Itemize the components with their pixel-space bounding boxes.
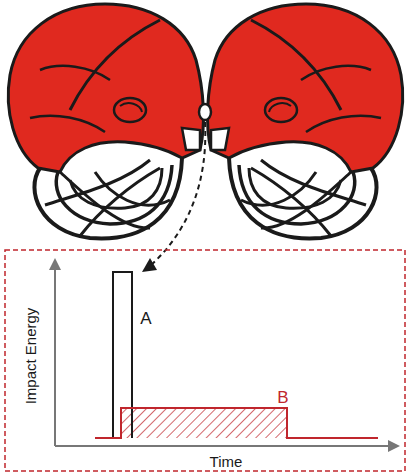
pulse-b-area	[121, 408, 287, 438]
impact-point	[199, 104, 211, 120]
y-axis	[54, 266, 56, 446]
chart-frame	[5, 250, 405, 471]
pulse-a	[95, 272, 132, 438]
axis-title: Impact Energy	[23, 308, 38, 405]
pulse-b	[95, 408, 378, 438]
axis-title: Time	[210, 454, 243, 469]
arrow-head	[142, 258, 157, 272]
x-axis	[55, 445, 390, 447]
curve-label: B	[277, 389, 288, 406]
curve-label: A	[140, 310, 151, 327]
x-axis-head	[388, 440, 400, 452]
y-axis-head	[49, 258, 61, 270]
left-helmet	[8, 4, 203, 238]
right-helmet	[208, 4, 403, 238]
callout-arrow	[150, 122, 205, 266]
